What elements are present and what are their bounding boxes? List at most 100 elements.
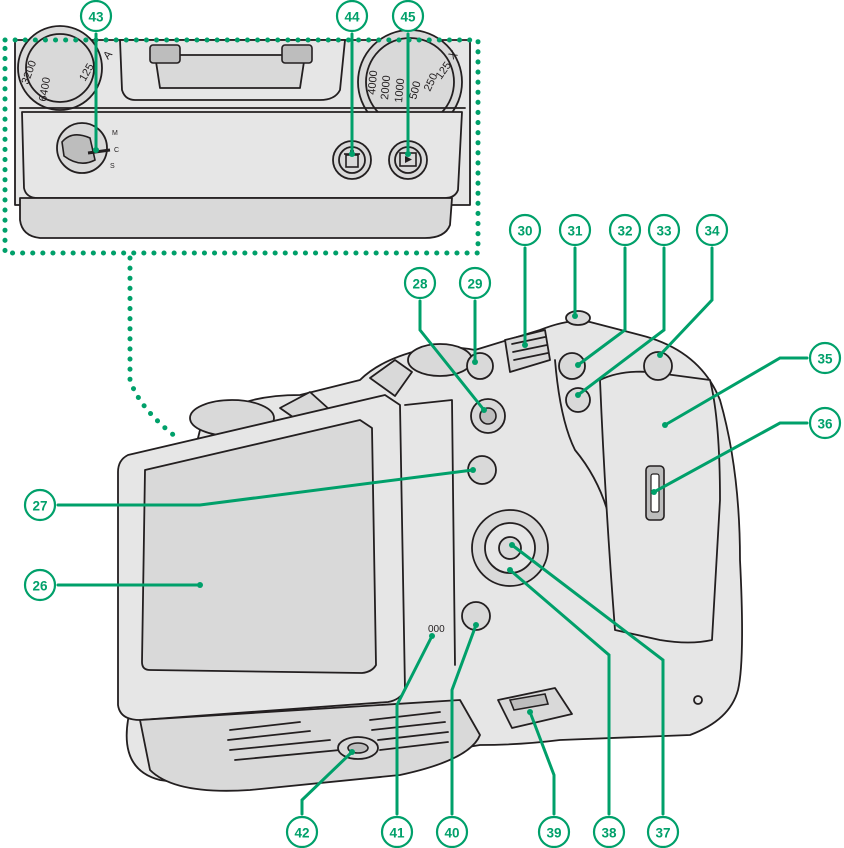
callout-26: 26 bbox=[23, 568, 203, 602]
callout-34: 34 bbox=[657, 213, 729, 358]
callout-badge-42 bbox=[285, 815, 319, 848]
callout-38: 38 bbox=[507, 567, 626, 848]
callout-badge-28 bbox=[403, 266, 437, 300]
callout-number-29: 29 bbox=[467, 277, 482, 292]
callout-endpoint-31 bbox=[572, 313, 578, 319]
inset-connector bbox=[127, 255, 183, 443]
inset-detail: 3200 6400 125 4000 2000 1000 500 250 125… bbox=[14, 25, 471, 239]
callout-endpoint-35 bbox=[662, 422, 668, 428]
inset-base-plate bbox=[19, 197, 453, 239]
ael-button bbox=[558, 352, 586, 380]
callout-leader-40 bbox=[450, 623, 478, 816]
callout-leader-35 bbox=[663, 356, 809, 427]
camera-body: 000 bbox=[117, 310, 743, 792]
callout-endpoint-36 bbox=[651, 489, 657, 495]
callout-32: 32 bbox=[575, 213, 642, 368]
callout-endpoint-38 bbox=[507, 567, 513, 573]
callout-40: 40 bbox=[435, 622, 479, 848]
callout-27: 27 bbox=[23, 467, 476, 522]
callout-endpoint-42 bbox=[349, 749, 355, 755]
callout-number-40: 40 bbox=[444, 826, 459, 841]
inset-eyepiece bbox=[154, 54, 306, 89]
callout-endpoint-37 bbox=[509, 542, 515, 548]
callout-number-28: 28 bbox=[412, 277, 428, 292]
shutter-label-4000: 4000 bbox=[366, 70, 380, 95]
callout-endpoint-43 bbox=[93, 147, 99, 153]
focus-mode-lever bbox=[61, 134, 96, 164]
callout-endpoint-29 bbox=[472, 359, 478, 365]
callout-number-26: 26 bbox=[32, 579, 48, 594]
callout-number-39: 39 bbox=[546, 826, 561, 841]
callout-endpoint-34 bbox=[657, 352, 663, 358]
callout-endpoint-45 bbox=[405, 151, 411, 157]
callout-badge-26 bbox=[23, 568, 57, 602]
callout-badge-30 bbox=[508, 213, 542, 247]
callout-endpoint-40 bbox=[473, 622, 479, 628]
iso-dial-inner bbox=[25, 33, 95, 103]
top-dial bbox=[407, 343, 473, 377]
callout-number-31: 31 bbox=[567, 224, 583, 239]
callout-badge-34 bbox=[695, 213, 729, 247]
indicator-lamp-area bbox=[565, 387, 591, 413]
screw-hole bbox=[693, 695, 703, 705]
callout-number-43: 43 bbox=[88, 10, 104, 25]
callout-33: 33 bbox=[575, 213, 681, 398]
callout-number-32: 32 bbox=[617, 224, 632, 239]
callout-endpoint-28 bbox=[481, 407, 487, 413]
body-panel-edge bbox=[404, 399, 456, 666]
callout-badge-45 bbox=[391, 0, 425, 33]
callout-leader-37 bbox=[510, 543, 665, 816]
callout-leader-28 bbox=[418, 299, 486, 412]
callout-28: 28 bbox=[403, 266, 487, 413]
callout-number-36: 36 bbox=[817, 417, 833, 432]
callout-badge-33 bbox=[647, 213, 681, 247]
bottom-plate-ridges bbox=[227, 711, 449, 761]
callout-endpoint-27 bbox=[470, 467, 476, 473]
callout-badge-29 bbox=[458, 266, 492, 300]
callout-leader-36 bbox=[652, 421, 809, 494]
callout-number-27: 27 bbox=[32, 499, 47, 514]
inset-dotted-frame bbox=[2, 37, 481, 256]
callout-endpoint-26 bbox=[197, 582, 203, 588]
top-button bbox=[565, 310, 591, 326]
strap-lug bbox=[369, 359, 413, 397]
bottom-plate bbox=[139, 699, 481, 792]
callout-badge-31 bbox=[558, 213, 592, 247]
callout-badge-38 bbox=[592, 815, 626, 848]
callout-number-44: 44 bbox=[344, 10, 360, 25]
callout-number-33: 33 bbox=[656, 224, 672, 239]
callout-endpoint-39 bbox=[527, 709, 533, 715]
battery-cover bbox=[497, 687, 573, 729]
callout-30: 30 bbox=[508, 213, 542, 348]
lcd-monitor bbox=[141, 419, 377, 674]
callout-number-34: 34 bbox=[704, 224, 720, 239]
speaker-holes: 000 bbox=[428, 624, 445, 635]
callout-endpoint-33 bbox=[575, 392, 581, 398]
callout-endpoint-44 bbox=[349, 151, 355, 157]
callout-leader-32 bbox=[576, 246, 627, 367]
callout-number-35: 35 bbox=[817, 352, 833, 367]
callout-leader-33 bbox=[576, 246, 666, 397]
callout-badge-44 bbox=[335, 0, 369, 33]
callout-43: 43 bbox=[79, 0, 113, 153]
callout-badge-43 bbox=[79, 0, 113, 33]
callout-badge-40 bbox=[435, 815, 469, 848]
callout-31: 31 bbox=[558, 213, 592, 319]
callout-number-37: 37 bbox=[655, 826, 670, 841]
callout-36: 36 bbox=[651, 406, 842, 495]
menu-ok-button bbox=[498, 536, 522, 560]
callout-44: 44 bbox=[335, 0, 369, 157]
callout-badge-35 bbox=[808, 341, 842, 375]
battery-latch bbox=[508, 693, 550, 711]
callout-leader-42 bbox=[300, 750, 354, 816]
focus-mode-indicator bbox=[87, 148, 111, 155]
inset-hotshoe-left bbox=[149, 44, 181, 64]
callout-leader-41 bbox=[395, 634, 434, 816]
callout-badge-41 bbox=[380, 815, 414, 848]
grip-edge bbox=[554, 359, 619, 601]
callout-endpoint-30 bbox=[522, 342, 528, 348]
callout-endpoint-32 bbox=[575, 362, 581, 368]
callout-42: 42 bbox=[285, 749, 355, 848]
strap-eyelet bbox=[643, 351, 673, 381]
